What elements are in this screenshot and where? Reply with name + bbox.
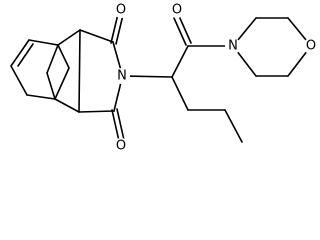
bond-c10-o-a — [111, 109, 120, 142]
bond-c4-c5 — [54, 67, 70, 100]
bond-c7-c8 — [78, 29, 81, 113]
atom-n-morpholine: N — [225, 38, 241, 54]
bond-n-ca — [121, 75, 173, 78]
atom-o-top-label: O — [116, 3, 126, 18]
atom-o-top: O — [113, 2, 129, 18]
bond-c6-c1 — [10, 65, 28, 96]
bond-c1-c2-double — [17, 43, 34, 67]
atom-o-bottom: O — [113, 138, 129, 154]
bond-c9-o-a — [110, 13, 119, 44]
bond-bridge-a — [46, 44, 59, 74]
chemical-structure-diagram: O O N O N O — [10, 2, 319, 154]
bond-ca-cp1 — [171, 76, 189, 111]
bond-c10-o-b — [116, 108, 125, 141]
bond-c2-c3 — [28, 39, 59, 46]
bond-c1-c2 — [10, 39, 30, 67]
bond-ca-cc — [171, 45, 189, 78]
bond-c5-c8 — [54, 98, 80, 113]
atom-n-imide: N — [114, 68, 130, 84]
atom-o-bottom-label: O — [116, 139, 126, 154]
bond-cc-o-b — [178, 15, 192, 44]
atom-o-morpholine: O — [303, 38, 319, 54]
structure-canvas: O O N O N O — [10, 2, 319, 154]
atom-o-morpholine-label: O — [306, 39, 316, 54]
bond-cp2-cp3 — [224, 109, 243, 143]
atom-n-imide-label: N — [117, 69, 127, 84]
bond-c5-c6 — [26, 94, 56, 100]
atom-n-morpholine-label: N — [228, 39, 238, 54]
bond-c8-c10 — [78, 110, 115, 113]
bond-c9-o-b — [115, 14, 124, 45]
bond-bridge-b — [46, 72, 56, 100]
bond-c7-c9 — [79, 29, 114, 43]
bond-c3-c4 — [57, 44, 70, 69]
atom-o-amide: O — [169, 2, 185, 18]
bond-cc-o-a — [173, 17, 187, 46]
atom-o-amide-label: O — [172, 3, 182, 18]
bond-c3-c7 — [57, 29, 81, 46]
